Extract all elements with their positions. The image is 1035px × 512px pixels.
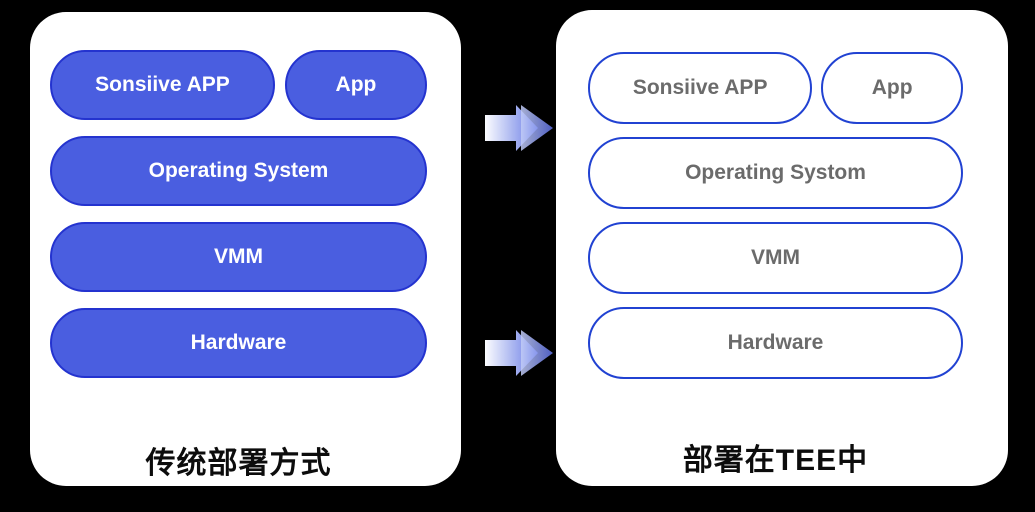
right-layer-pill-operating-system: Operating Systom	[588, 137, 963, 209]
left-layer-pill-sonsiive-app: Sonsiive APP	[50, 50, 275, 120]
left-layer-pill-operating-system: Operating System	[50, 136, 427, 206]
right-layer-pill-hardware: Hardware	[588, 307, 963, 379]
layer-row-apps: Sonsiive APP App	[588, 52, 963, 124]
layer-row-hardware: Hardware	[588, 307, 963, 379]
double-arrow-right-icon	[485, 328, 553, 378]
panel-tee-deployment: Sonsiive APP App Operating Systom VMM Ha…	[556, 10, 1008, 486]
panel-title-tee: 部署在TEE中	[682, 444, 869, 477]
layer-row-vmm: VMM	[50, 222, 427, 292]
right-layer-pill-vmm: VMM	[588, 222, 963, 294]
panel-title-traditional: 传统部署方式	[145, 447, 332, 480]
left-layer-pill-hardware: Hardware	[50, 308, 427, 378]
layer-row-os: Operating Systom	[588, 137, 963, 209]
layer-row-hardware: Hardware	[50, 308, 427, 378]
double-arrow-right-icon	[485, 103, 553, 153]
panel-traditional-deployment: Sonsiive APP App Operating System VMM Ha…	[30, 12, 461, 486]
right-layer-pill-sonsiive-app: Sonsiive APP	[588, 52, 813, 124]
right-layer-pill-app: App	[821, 52, 963, 124]
left-layer-pill-vmm: VMM	[50, 222, 427, 292]
layer-row-apps: Sonsiive APP App	[50, 50, 427, 120]
layer-row-vmm: VMM	[588, 222, 963, 294]
left-layer-pill-app: App	[284, 50, 427, 120]
layer-row-os: Operating System	[50, 136, 427, 206]
